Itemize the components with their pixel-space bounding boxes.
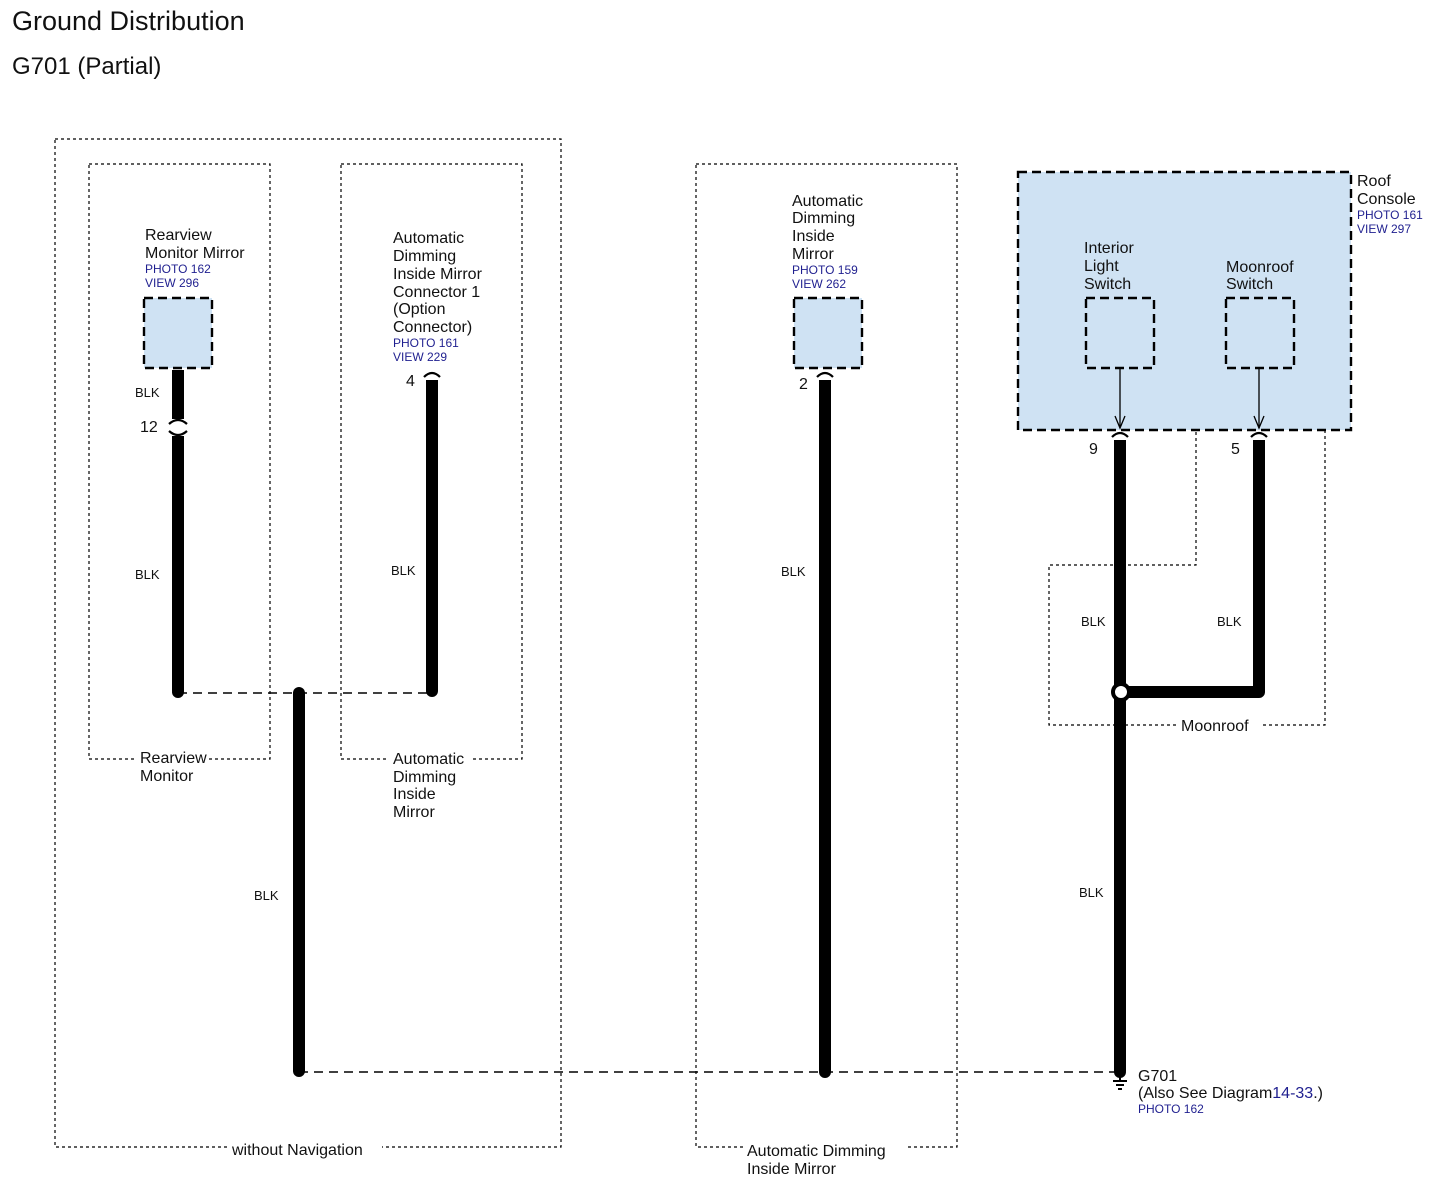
splice-point: [819, 1066, 831, 1078]
wire-moonroof: [1121, 440, 1265, 698]
rearview-mirror-photo: PHOTO 162: [145, 262, 211, 276]
adim-mirror-view: VIEW 262: [792, 277, 846, 291]
pin-number: 5: [1231, 441, 1240, 458]
auto-dimming-center-group-label: Automatic Dimming Inside Mirror: [747, 1143, 890, 1178]
pin-number: 4: [406, 373, 415, 390]
adim-connector-view: VIEW 229: [393, 350, 447, 364]
roof-console: [1016, 170, 1353, 432]
rearview-monitor-group-label: Rearview Monitor: [140, 750, 211, 785]
pin-number: 9: [1089, 441, 1098, 458]
page-title: Ground Distribution: [12, 6, 245, 36]
splice-point: [1114, 1066, 1126, 1078]
without-navigation-group-label: without Navigation: [231, 1142, 363, 1159]
wire-color-label: BLK: [1081, 614, 1106, 629]
ground-icon: [1113, 1077, 1127, 1090]
connector-cap-pin4: [423, 371, 441, 378]
adim-connector-label: Automatic Dimming Inside Mirror Connecto…: [393, 230, 486, 336]
wire-color-label: BLK: [1217, 614, 1242, 629]
adim-mirror-photo: PHOTO 159: [792, 263, 858, 277]
moonroof-switch-label: Moonroof Switch: [1226, 259, 1298, 293]
splice-point: [293, 687, 305, 699]
roof-console-photo: PHOTO 161: [1357, 208, 1423, 222]
wire-color-label: BLK: [254, 888, 279, 903]
arrow-down-icon: [1114, 415, 1126, 430]
splice-point: [172, 686, 184, 698]
roof-console-label: Roof Console: [1357, 173, 1416, 208]
rearview-mirror-view: VIEW 296: [145, 276, 199, 290]
adim-connector-photo: PHOTO 161: [393, 336, 459, 350]
wire-color-label: BLK: [391, 563, 416, 578]
connector-cap-pin2: [816, 371, 834, 378]
ground-photo: PHOTO 162: [1138, 1102, 1204, 1116]
rearview-mirror-label: Rearview Monitor Mirror: [145, 227, 245, 262]
adim-mirror-label: Automatic Dimming Inside Mirror: [792, 193, 868, 263]
connector-cap-pin9: [1111, 431, 1129, 438]
moonroof-switch-box: [1224, 296, 1296, 370]
connector-cap-pin5: [1250, 431, 1268, 438]
interior-light-switch-label: Interior Light Switch: [1084, 240, 1138, 293]
splice-point: [426, 685, 438, 697]
arrow-down-icon: [1253, 415, 1265, 430]
pin-number: 2: [799, 376, 808, 393]
roof-console-view: VIEW 297: [1357, 222, 1411, 236]
rearview-monitor-mirror-box: [142, 296, 214, 370]
ground-label: G701: [1138, 1068, 1177, 1085]
interior-light-switch-box: [1084, 296, 1156, 370]
inline-connector-bottom: [168, 430, 188, 437]
inline-connector-top: [168, 418, 188, 425]
page-subtitle: G701 (Partial): [12, 53, 161, 80]
auto-dimming-mirror-box: [792, 296, 864, 370]
wire-color-label: BLK: [781, 564, 806, 579]
splice-point-open: [1111, 682, 1131, 702]
wire-color-label: BLK: [1079, 885, 1104, 900]
moonroof-group-label: Moonroof: [1181, 718, 1249, 735]
auto-dimming-left-group-label: Automatic Dimming Inside Mirror: [393, 751, 469, 821]
without-navigation-box: [54, 138, 562, 1148]
pin-number: 12: [140, 419, 158, 436]
diagram-link[interactable]: 14-33: [1272, 1085, 1313, 1102]
wire-color-label: BLK: [135, 567, 160, 582]
wire-color-label: BLK: [135, 385, 160, 400]
splice-point: [293, 1065, 305, 1077]
ground-note: (Also See Diagram14-33.): [1138, 1085, 1323, 1102]
